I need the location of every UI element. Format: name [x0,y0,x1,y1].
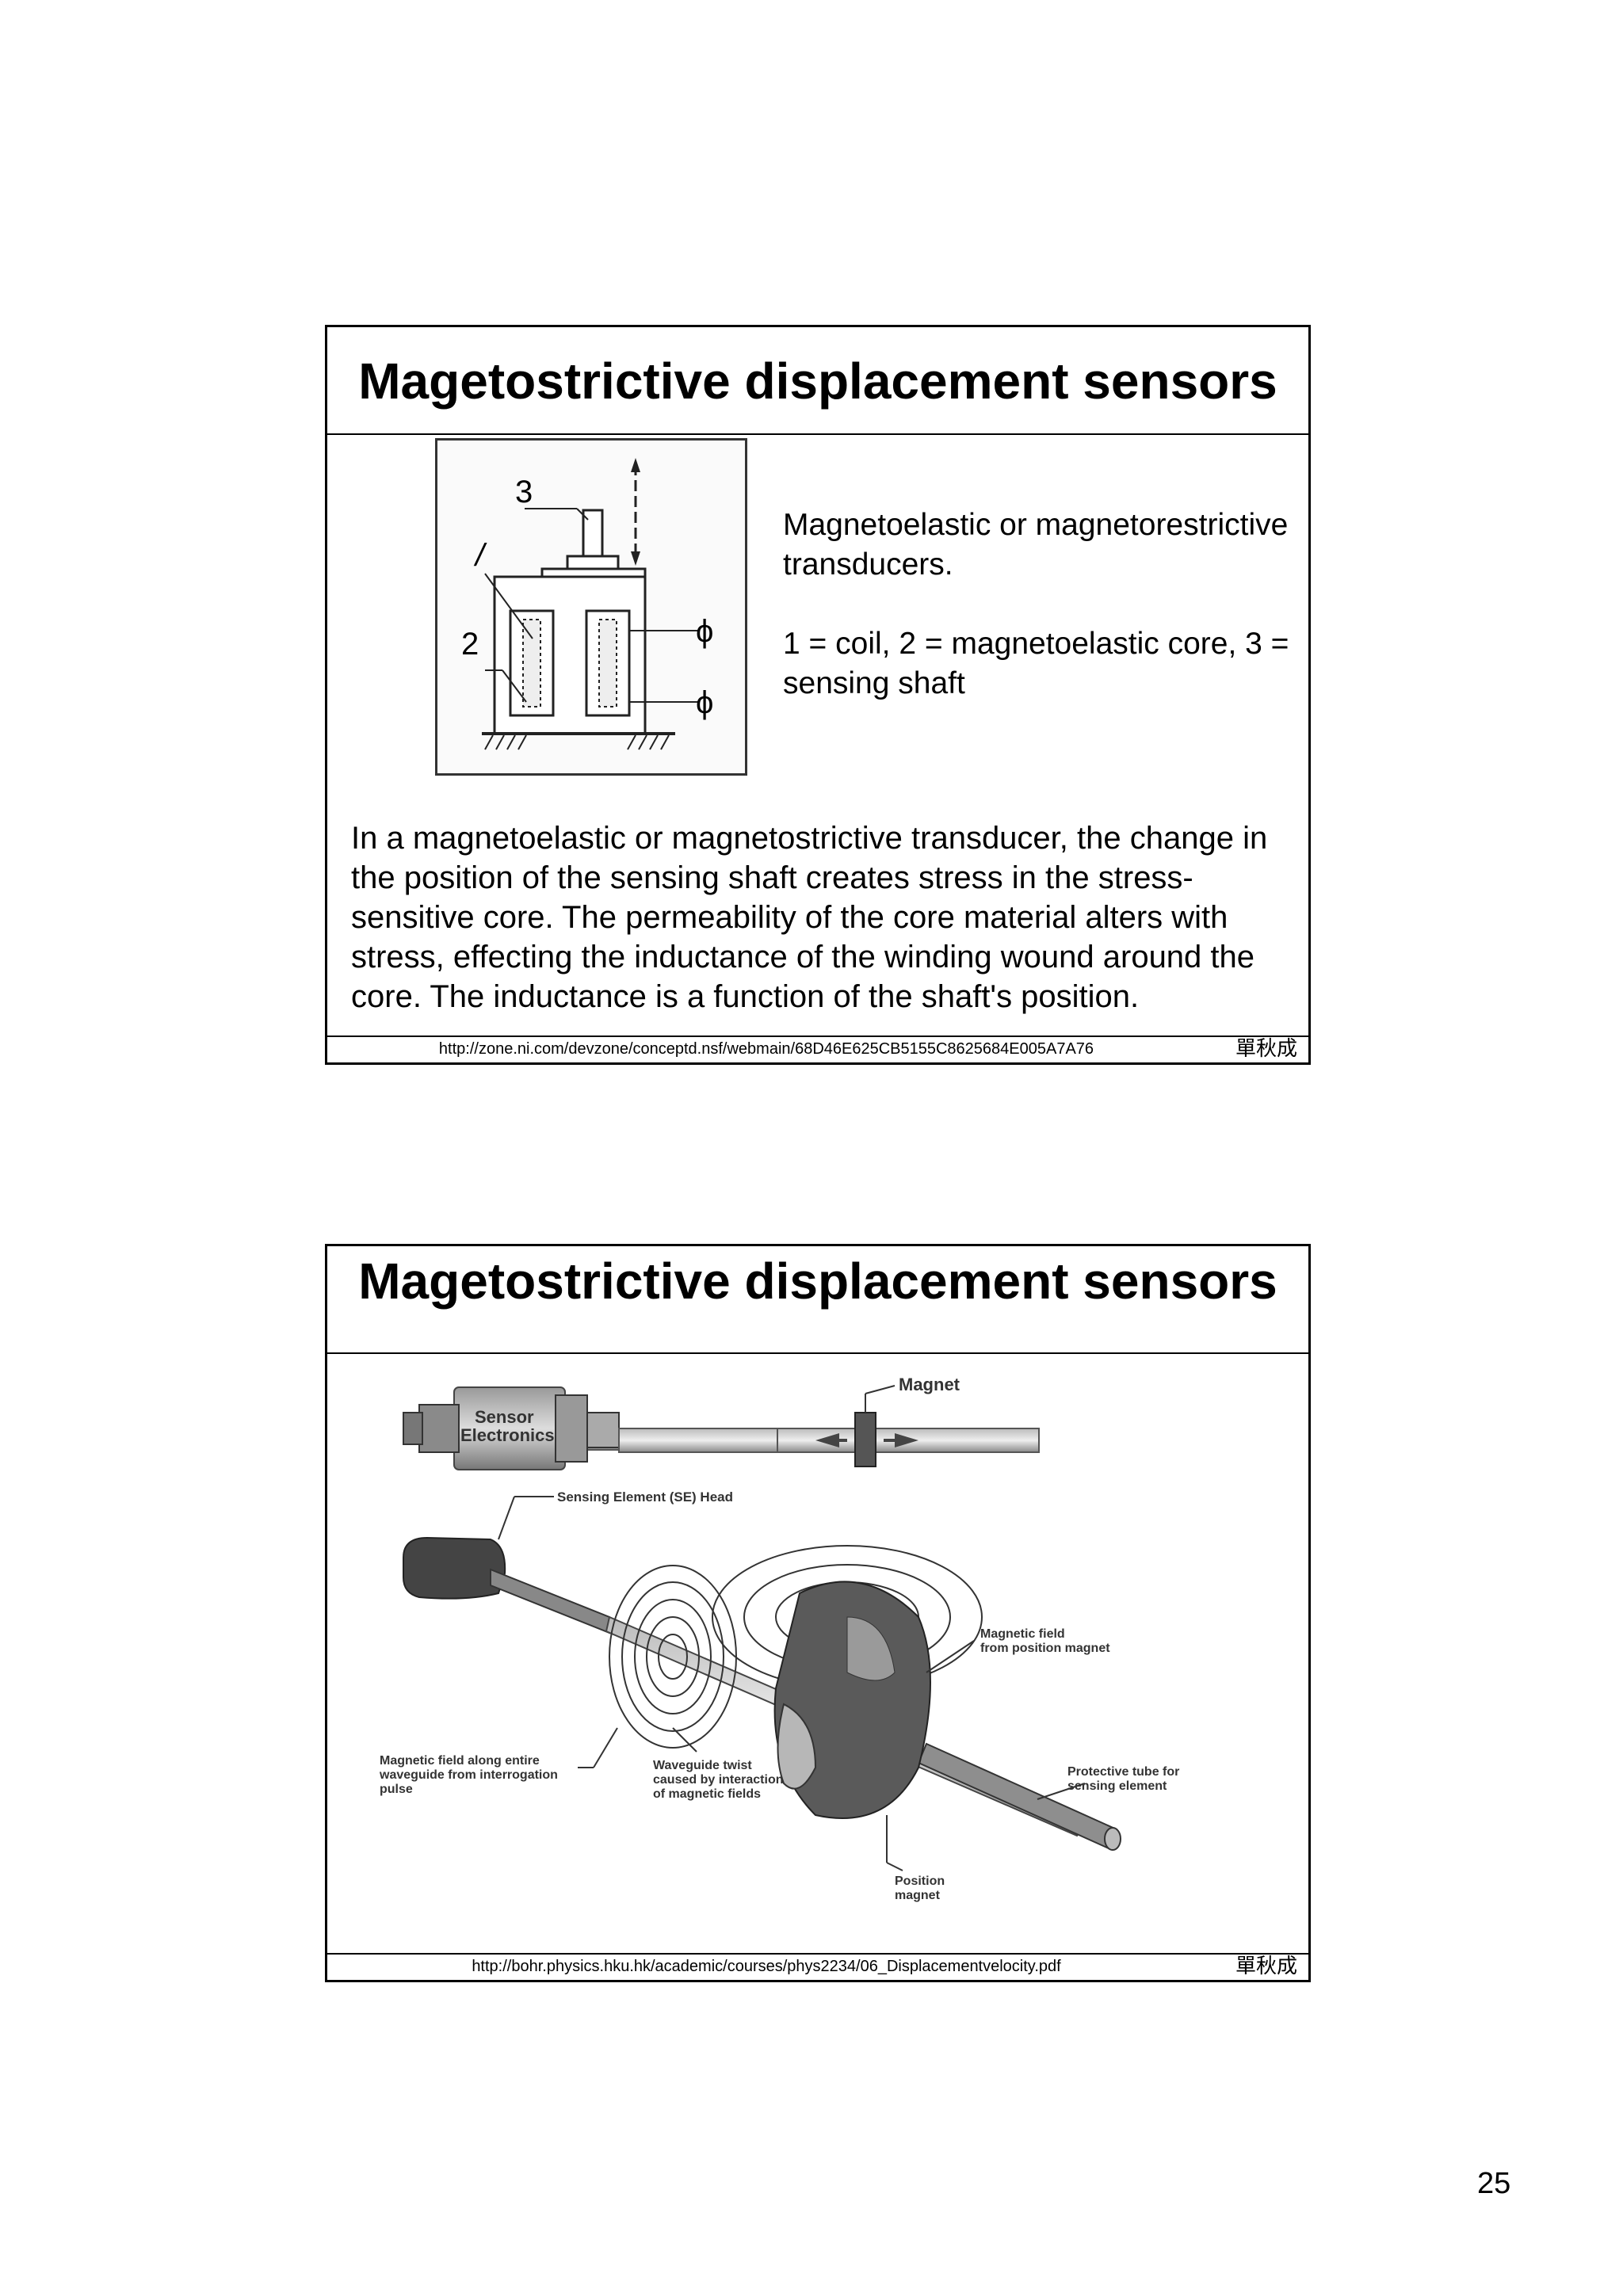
slide-2: Magetostrictive displacement sensors Mag… [325,1244,1311,1982]
page-number: 25 [1477,2167,1511,2200]
twist-label-2: caused by interaction [653,1773,784,1787]
sensor-electronics-label-2: Electronics [460,1425,555,1445]
transducer-diagram: 3 / 2 ϕ ϕ [461,458,713,750]
description-heading: Magnetoelastic or magnetorestrictive tra… [783,508,1289,582]
slide-1-body: In a magnetoelastic or magnetostrictive … [351,821,1268,1014]
field-along-label-2: waveguide from interrogation [379,1768,558,1782]
terminal-bottom: ϕ [696,685,713,720]
slide-2-footer: http://bohr.physics.hku.hk/academic/cour… [327,1953,1308,1980]
tube-label-2: sensing element [1067,1779,1167,1793]
magnetostrictive-sensor-diagram: Magnet Sensor Electronics Sensing Elemen… [379,1375,1179,1902]
label-1: / [473,538,487,573]
slide-2-title-bar: Magetostrictive displacement sensors [327,1246,1308,1354]
field-along-label-3: pulse [380,1783,413,1796]
slide-1-footer: http://zone.ni.com/devzone/conceptd.nsf/… [327,1035,1308,1062]
se-head-label: Sensing Element (SE) Head [557,1489,733,1505]
author-name: 單秋成 [1235,1037,1297,1061]
slide-1-title: Magetostrictive displacement sensors [327,327,1308,435]
sensor-electronics-label-1: Sensor [475,1407,534,1427]
description-legend: 1 = coil, 2 = magnetoelastic core, 3 = s… [783,627,1289,700]
magnetic-field-label-2: from position magnet [980,1642,1110,1655]
label-2: 2 [461,627,479,662]
position-magnet-label-1: Position [895,1875,945,1888]
author-name: 單秋成 [1235,1955,1297,1978]
slide-1: Magetostrictive displacement sensors [325,325,1311,1065]
position-magnet-label-2: magnet [895,1889,941,1902]
terminal-top: ϕ [696,614,713,649]
source-link[interactable]: http://zone.ni.com/devzone/conceptd.nsf/… [438,1040,1094,1058]
transducer-figure: 3 / 2 ϕ ϕ [435,438,747,776]
field-along-label-1: Magnetic field along entire [380,1754,540,1768]
twist-label-1: Waveguide twist [653,1759,752,1772]
transducer-description: Magnetoelastic or magnetorestrictive tra… [783,505,1290,743]
label-3: 3 [515,475,533,509]
magnet-label: Magnet [899,1375,960,1394]
tube-label-1: Protective tube for [1067,1765,1179,1779]
slide-2-title: Magetostrictive displacement sensors [358,1253,1277,1310]
magnetic-field-label-1: Magnetic field [980,1627,1065,1641]
source-link[interactable]: http://bohr.physics.hku.hk/academic/cour… [472,1958,1061,1975]
twist-label-3: of magnetic fields [653,1787,761,1801]
